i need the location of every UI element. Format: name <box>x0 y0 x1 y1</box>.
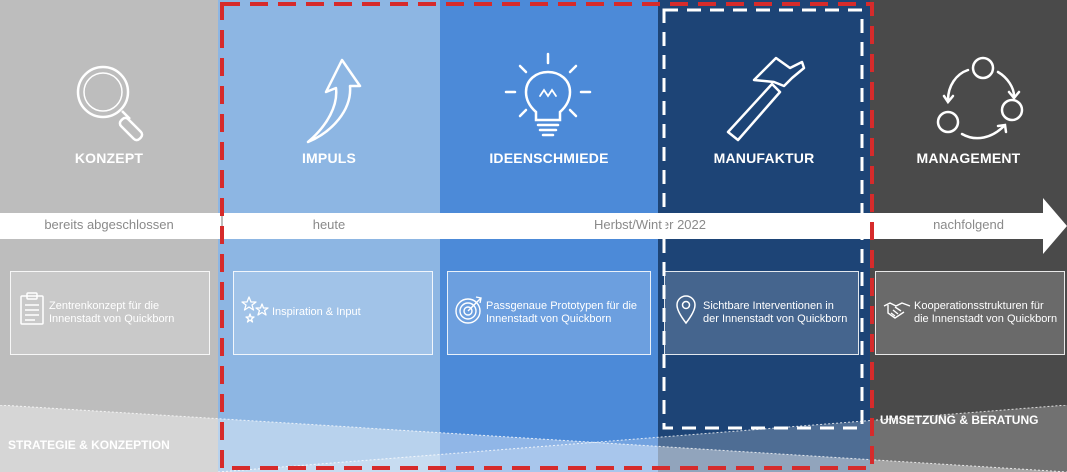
strategy-label: STRATEGIE & KONZEPTION <box>8 438 170 452</box>
target-icon <box>454 292 484 326</box>
phase-title-konzept: KONZEPT <box>74 150 144 166</box>
card-text-impuls: Inspiration & Input <box>272 306 361 319</box>
clipboard-icon <box>17 292 47 326</box>
curved-arrow-icon <box>280 50 380 150</box>
card-ideenschmiede: Passgenaue Prototypen für die Innenstadt… <box>447 271 651 355</box>
phase-title-impuls: IMPULS <box>301 150 357 166</box>
phase-title-management: MANAGEMENT <box>916 150 1021 166</box>
card-manufaktur: Sichtbare Interventionen in der Innensta… <box>664 271 859 355</box>
card-text-management: Kooperationsstrukturen für die Innenstad… <box>914 299 1058 325</box>
card-impuls: Inspiration & Input <box>233 271 433 355</box>
handshake-icon <box>882 292 912 326</box>
stars-icon <box>240 292 270 326</box>
timeline-label-season: Herbst/Winter 2022 <box>594 217 706 232</box>
phase-title-ideenschmiede: IDEENSCHMIEDE <box>489 150 609 166</box>
implementation-label: UMSETZUNG & BERATUNG <box>880 413 1039 427</box>
card-konzept: Zentrenkonzept für die Innenstadt von Qu… <box>10 271 210 355</box>
timeline-label-impuls: heute <box>312 217 346 232</box>
location-pin-icon <box>671 292 701 326</box>
hammer-icon <box>714 50 814 150</box>
magnifier-icon <box>60 50 160 150</box>
lightbulb-icon <box>498 50 598 150</box>
card-text-konzept: Zentrenkonzept für die Innenstadt von Qu… <box>49 299 175 325</box>
cycle-icon <box>928 50 1028 150</box>
timeline-label-konzept: bereits abgeschlossen <box>44 217 174 232</box>
timeline-label-management: nachfolgend <box>933 217 1004 232</box>
card-management: Kooperationsstrukturen für die Innenstad… <box>875 271 1065 355</box>
card-text-manufaktur: Sichtbare Interventionen in der Innensta… <box>703 299 848 325</box>
phase-title-manufaktur: MANUFAKTUR <box>713 150 815 166</box>
card-text-ideenschmiede: Passgenaue Prototypen für die Innenstadt… <box>486 299 638 325</box>
